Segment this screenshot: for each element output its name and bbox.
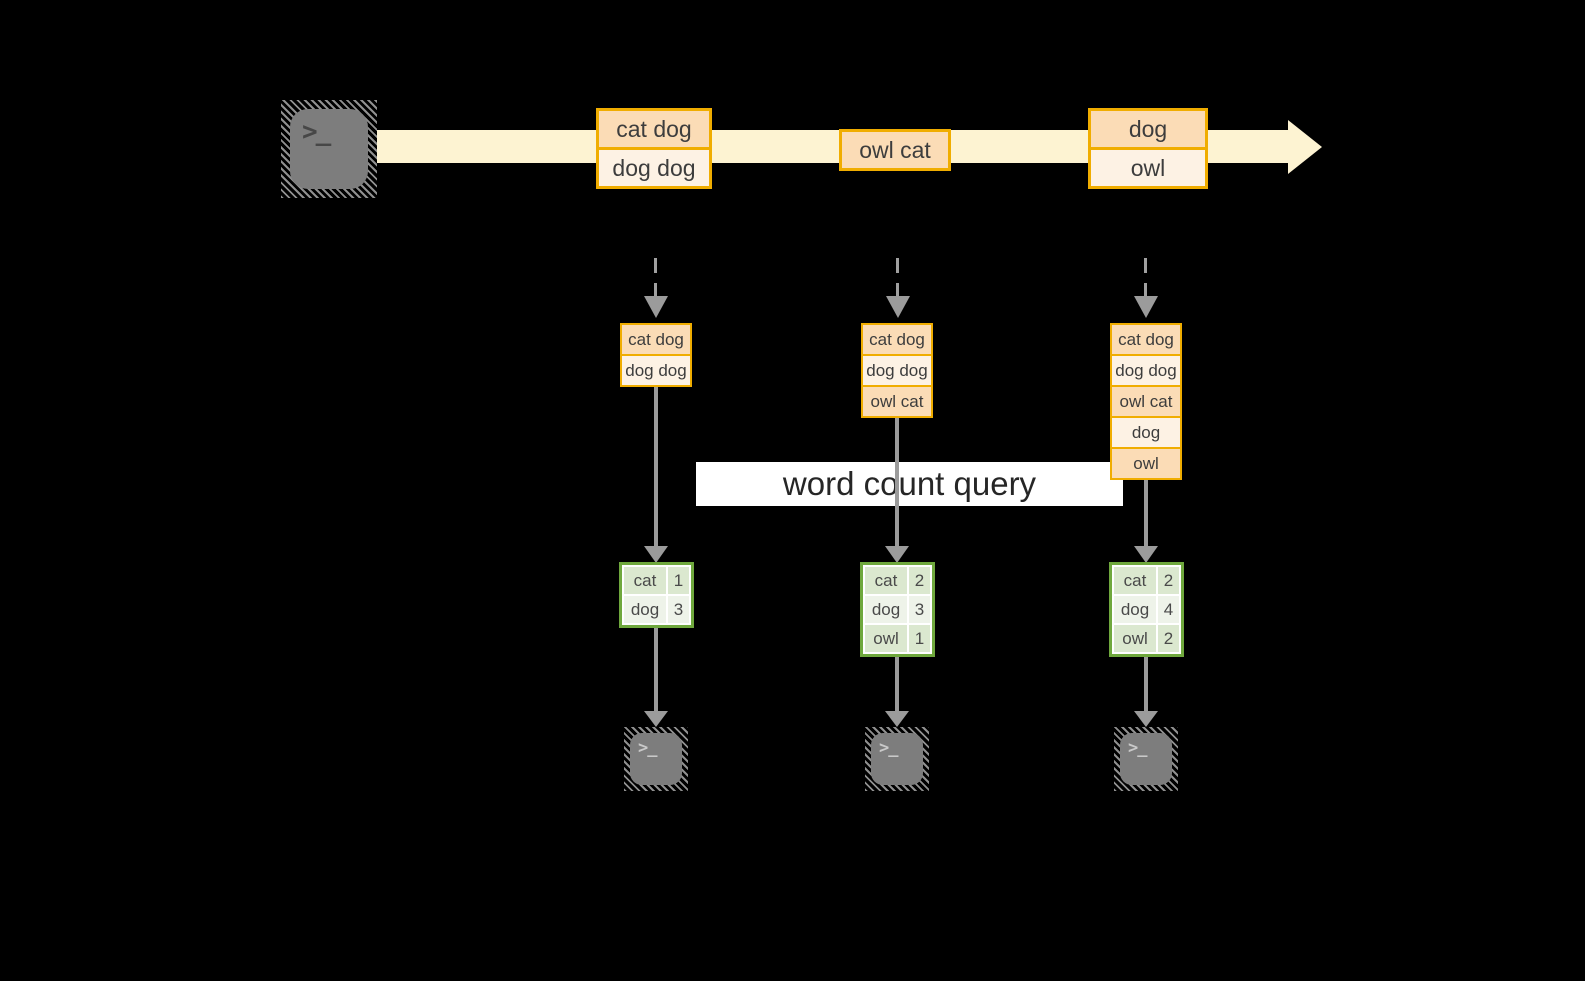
terminal-source-icon: >_ [281,100,377,198]
result-word: owl [865,625,907,652]
input-row: cat dog [622,325,690,354]
result-table-2: cat 2 dog 3 owl 1 [860,562,935,657]
result-table-1: cat 1 dog 3 [619,562,694,628]
input-row: dog dog [622,356,690,385]
result-word: cat [865,567,907,594]
stream-arrowhead-icon [1288,120,1322,174]
result-word: cat [1114,567,1156,594]
terminal-body: >_ [871,733,923,785]
connector-line [1144,480,1148,546]
arrowhead-icon [885,546,909,563]
result-count: 2 [1158,625,1179,652]
terminal-output-icon: >_ [1114,727,1178,791]
query-banner-label: word count query [782,465,1037,502]
stream-event-box-1: cat dog dog dog [596,108,712,189]
result-count: 3 [668,596,689,623]
result-word: cat [624,567,666,594]
result-count: 2 [909,567,930,594]
terminal-prompt-glyph: >_ [638,738,658,758]
arrowhead-icon [644,296,668,318]
connector-line [895,657,899,711]
dashed-arrow [896,258,899,296]
dashed-arrow [654,258,657,296]
connector-line [1144,657,1148,711]
result-word: dog [865,596,907,623]
input-row: cat dog [1112,325,1180,354]
input-row: dog dog [1112,356,1180,385]
input-row: dog dog [863,356,931,385]
terminal-prompt-glyph: >_ [879,738,899,758]
query-banner: word count query [696,462,1123,506]
connector-line [654,387,658,546]
input-row: owl cat [863,387,931,416]
terminal-prompt-glyph: >_ [1128,738,1148,758]
stream-event-line: owl [1091,150,1205,186]
terminal-prompt-glyph: >_ [302,117,331,147]
stream-event-box-3: dog owl [1088,108,1208,189]
dashed-arrow [1144,258,1147,296]
arrowhead-icon [644,711,668,727]
stream-event-line: cat dog [599,111,709,147]
stream-event-line: owl cat [842,132,948,168]
result-count: 1 [909,625,930,652]
connector-line [895,418,899,546]
input-row: owl [1112,449,1180,478]
result-count: 1 [668,567,689,594]
connector-line [654,628,658,711]
result-table-3: cat 2 dog 4 owl 2 [1109,562,1184,657]
result-count: 3 [909,596,930,623]
terminal-body: >_ [290,109,368,189]
input-row: dog [1112,418,1180,447]
input-row: cat dog [863,325,931,354]
arrowhead-icon [1134,546,1158,563]
result-count: 2 [1158,567,1179,594]
stream-event-line: dog dog [599,150,709,186]
arrowhead-icon [1134,296,1158,318]
arrowhead-icon [886,296,910,318]
terminal-body: >_ [1120,733,1172,785]
input-stack-2: cat dog dog dog owl cat [861,323,933,418]
result-count: 4 [1158,596,1179,623]
terminal-output-icon: >_ [865,727,929,791]
terminal-body: >_ [630,733,682,785]
result-word: owl [1114,625,1156,652]
arrowhead-icon [1134,711,1158,727]
arrowhead-icon [885,711,909,727]
input-stack-1: cat dog dog dog [620,323,692,387]
stream-event-box-2: owl cat [839,129,951,171]
input-stack-3: cat dog dog dog owl cat dog owl [1110,323,1182,480]
result-word: dog [624,596,666,623]
stream-event-line: dog [1091,111,1205,147]
input-row: owl cat [1112,387,1180,416]
terminal-output-icon: >_ [624,727,688,791]
result-word: dog [1114,596,1156,623]
arrowhead-icon [644,546,668,563]
